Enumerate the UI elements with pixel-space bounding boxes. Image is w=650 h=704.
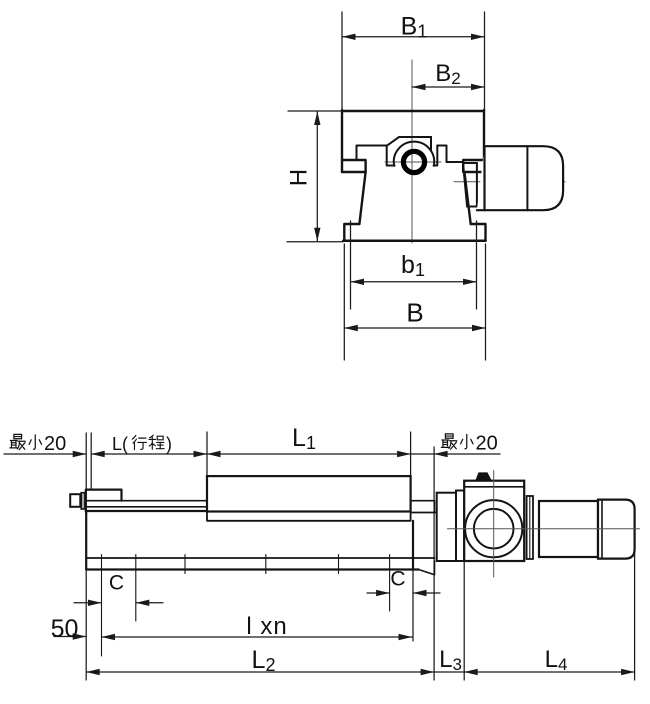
svg-text:20: 20 bbox=[476, 433, 498, 455]
svg-text:B: B bbox=[406, 298, 423, 328]
svg-text:50: 50 bbox=[51, 615, 79, 643]
svg-text:C: C bbox=[390, 568, 405, 591]
svg-text:): ) bbox=[166, 434, 172, 454]
svg-text:H: H bbox=[286, 169, 313, 186]
svg-text:l xn: l xn bbox=[246, 613, 287, 640]
svg-text:L(: L( bbox=[112, 434, 128, 454]
svg-text:C: C bbox=[109, 572, 124, 595]
svg-text:20: 20 bbox=[44, 433, 66, 455]
